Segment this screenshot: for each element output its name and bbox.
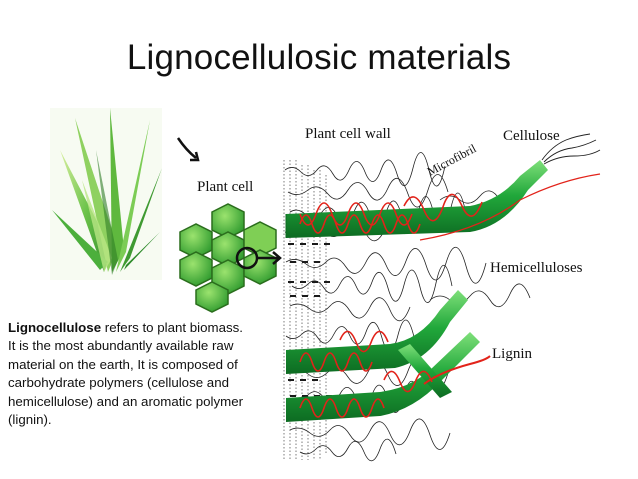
plant-cell-wall-label: Plant cell wall: [305, 126, 391, 142]
cross-links: [288, 243, 332, 397]
lignin-coils: [299, 173, 601, 418]
cellulose-label: Cellulose: [503, 128, 560, 144]
lignin-pointer-line: [423, 355, 491, 385]
hemicelluloses-label: Hemicelluloses: [490, 260, 583, 276]
cellulose-fibre-bottom: [286, 332, 480, 422]
description-term: Lignocellulose: [8, 320, 102, 335]
arrow-plant-to-cell: [176, 137, 197, 159]
lignin-label: Lignin: [492, 346, 532, 362]
plant-image: [50, 108, 162, 280]
cellulose-fibre-top: [285, 160, 548, 238]
description-body: refers to plant biomass. It is the most …: [8, 320, 244, 428]
plant-cell-cluster: [179, 203, 277, 313]
microfibril-strands: [541, 133, 601, 165]
microfibril-label: Microfibril: [425, 141, 479, 179]
plant-cell-label: Plant cell: [197, 179, 253, 195]
description-text: Lignocellulose refers to plant biomass. …: [8, 319, 254, 429]
slide-title: Lignocellulosic materials: [126, 38, 512, 77]
